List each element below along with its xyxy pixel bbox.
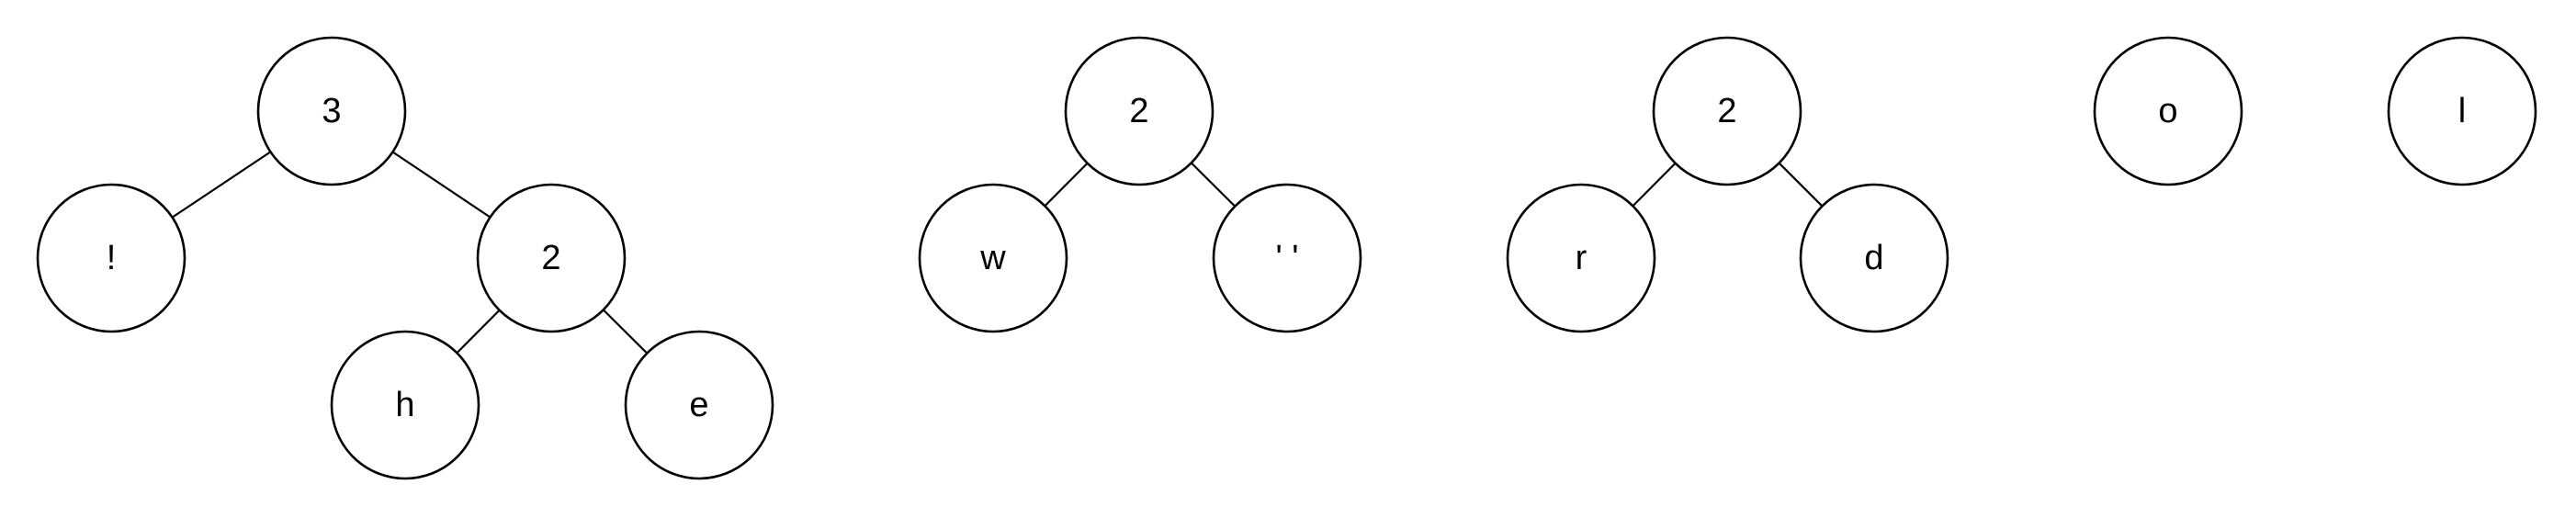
- node-circle: [1064, 36, 1215, 186]
- node-circle: [476, 183, 627, 333]
- nodes-layer: 3! 2 h e 2 w ' ' 2 r d o l: [36, 36, 2537, 480]
- tree-node-2: 2: [1064, 36, 1215, 186]
- node-circle: [36, 183, 186, 333]
- node-circle: [330, 330, 480, 480]
- tree-node-space: ' ': [1212, 183, 1362, 333]
- node-circle: [2093, 36, 2243, 186]
- tree-node-r: r: [1506, 183, 1656, 333]
- tree-edge: [1632, 162, 1677, 208]
- node-label: 2: [1717, 92, 1736, 130]
- tree-node-d: d: [1799, 183, 1949, 333]
- node-circle: [624, 330, 774, 480]
- node-label: ' ': [1275, 239, 1298, 277]
- node-circle: [256, 36, 407, 186]
- tree-node-2: 2: [476, 183, 627, 333]
- tree-node-o: o: [2093, 36, 2243, 186]
- node-label: o: [2158, 92, 2177, 130]
- node-label: r: [1576, 239, 1587, 277]
- tree-edge: [602, 309, 649, 355]
- node-label: 2: [1129, 92, 1148, 130]
- tree-edge: [171, 151, 272, 219]
- tree-node-e: e: [624, 330, 774, 480]
- tree-edge: [456, 309, 501, 355]
- node-circle: [1652, 36, 1802, 186]
- tree-edge: [1778, 162, 1824, 208]
- tree-node-h: h: [330, 330, 480, 480]
- tree-node-2: 2: [1652, 36, 1802, 186]
- edges-layer: [171, 151, 1824, 355]
- node-circle: [918, 183, 1068, 333]
- node-label: e: [689, 386, 708, 424]
- node-circle: [2387, 36, 2537, 186]
- node-circle: [1799, 183, 1949, 333]
- node-circle: [1506, 183, 1656, 333]
- tree-node-l: l: [2387, 36, 2537, 186]
- node-label: h: [395, 386, 414, 424]
- node-label: w: [979, 239, 1006, 277]
- node-label: 3: [322, 92, 341, 130]
- tree-node-3: 3: [256, 36, 407, 186]
- node-label: !: [107, 239, 117, 277]
- tree-node-w: w: [918, 183, 1068, 333]
- tree-edge: [391, 151, 491, 219]
- node-label: 2: [541, 239, 560, 277]
- tree-edge: [1044, 162, 1089, 208]
- node-circle: [1212, 183, 1362, 333]
- node-label: d: [1864, 239, 1883, 277]
- tree-edge: [1190, 162, 1237, 208]
- node-label: l: [2458, 92, 2466, 130]
- tree-node-exclamation: !: [36, 183, 186, 333]
